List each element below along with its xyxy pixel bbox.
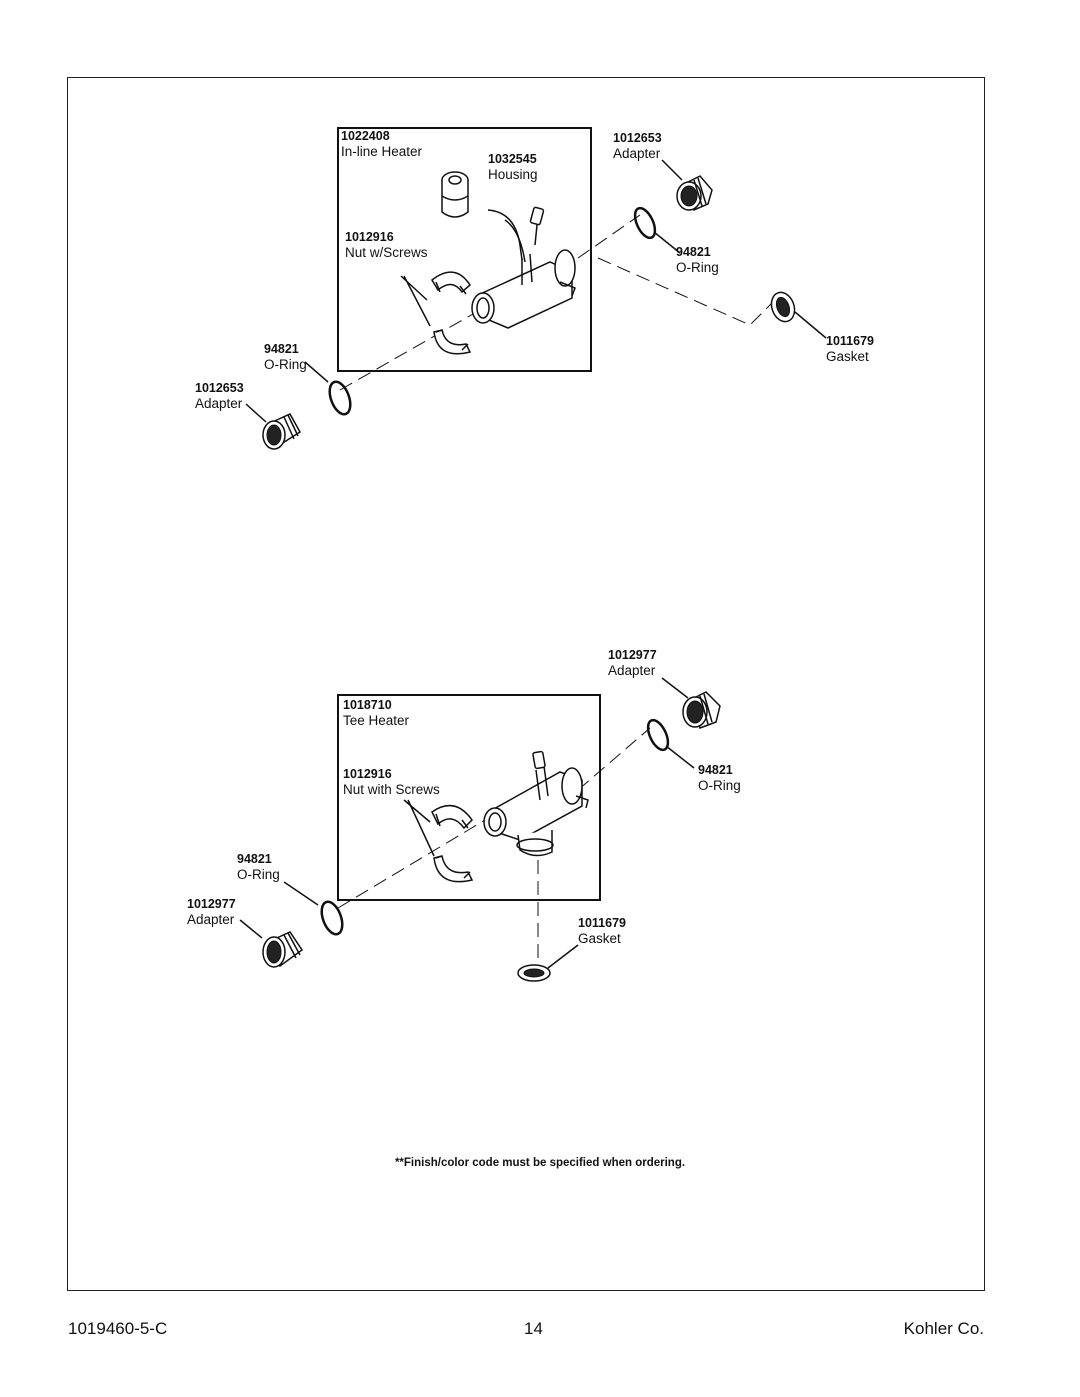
page-frame (67, 77, 985, 1291)
label-oring-right-top: 94821 O-Ring (676, 244, 719, 276)
oring-left-bottom (320, 900, 344, 936)
part-number: 1012653 (613, 131, 662, 145)
adapter-left-top-leader (245, 403, 267, 423)
top-assembly-line-right (597, 257, 776, 326)
part-number: 1032545 (488, 152, 537, 166)
housing-part (441, 171, 469, 218)
part-name: Housing (488, 167, 538, 182)
label-adapter-right-top: 1012653 Adapter (613, 130, 662, 162)
nut-upper-half (431, 271, 471, 295)
part-name: Adapter (608, 663, 656, 678)
adapter-right-top (676, 175, 713, 211)
part-number: 94821 (264, 342, 299, 356)
top-assembly-line-upper (577, 214, 641, 259)
gasket-bottom (517, 964, 551, 982)
label-housing: 1032545 Housing (488, 151, 538, 183)
oring-right-bottom (646, 718, 670, 752)
part-name: Tee Heater (343, 713, 410, 728)
adapter-left-top (262, 413, 301, 450)
label-gasket-bottom: 1011679 Gasket (578, 915, 626, 947)
label-tee-heater: 1018710 Tee Heater (343, 697, 409, 729)
part-name: In-line Heater (341, 144, 423, 159)
oring-left-top (328, 380, 352, 416)
part-name: O-Ring (698, 778, 741, 793)
part-name: Adapter (613, 146, 661, 161)
label-nut-bottom: 1012916 Nut with Screws (343, 766, 440, 798)
nut-lower-half-bottom (433, 855, 474, 883)
nut-lower-half (433, 329, 472, 355)
doc-number: 1019460-5-C (68, 1319, 168, 1338)
part-number: 1022408 (341, 129, 390, 143)
adapter-right-bottom (682, 691, 721, 729)
tee-heater-kit-box (337, 694, 601, 901)
part-number: 1011679 (826, 334, 874, 348)
label-nut-top: 1012916 Nut w/Screws (345, 229, 428, 261)
wire-2 (504, 219, 526, 263)
inline-heater-kit-box (337, 127, 592, 372)
part-name: Adapter (195, 396, 243, 411)
part-number: 94821 (676, 245, 711, 259)
part-name: O-Ring (676, 260, 719, 275)
part-name: Adapter (187, 912, 235, 927)
label-inline-heater: 1022408 In-line Heater (341, 128, 422, 160)
connector-plug (529, 206, 545, 246)
label-adapter-left-top: 1012653 Adapter (195, 380, 244, 412)
bottom-assembly-line-right (577, 727, 651, 791)
part-name: Gasket (826, 349, 869, 364)
nut-leader-top (400, 275, 431, 327)
oring-left-bottom-leader (283, 881, 319, 906)
bottom-assembly-line-left (337, 819, 486, 909)
part-number: 94821 (698, 763, 733, 777)
part-number: 1012916 (343, 767, 392, 781)
part-number: 1012653 (195, 381, 244, 395)
adapter-left-bottom-leader (239, 919, 263, 939)
label-oring-right-bottom: 94821 O-Ring (698, 762, 741, 794)
oring-right-top (633, 206, 657, 240)
ordering-note: **Finish/color code must be specified wh… (394, 1157, 686, 1169)
adapter-left-bottom (262, 931, 304, 968)
part-number: 1011679 (578, 916, 626, 930)
part-number: 1012977 (187, 897, 236, 911)
oring-right-top-leader (653, 231, 681, 254)
part-number: 1012977 (608, 648, 657, 662)
part-name: Nut w/Screws (345, 245, 428, 260)
nut-leader-bottom (403, 799, 435, 857)
label-oring-left-bottom: 94821 O-Ring (237, 851, 280, 883)
part-name: O-Ring (237, 867, 280, 882)
label-adapter-right-bottom: 1012977 Adapter (608, 647, 657, 679)
gasket-top-leader (794, 311, 827, 339)
part-number: 1012916 (345, 230, 394, 244)
part-name: Gasket (578, 931, 621, 946)
part-number: 1018710 (343, 698, 392, 712)
tee-heater-body (483, 750, 589, 857)
label-adapter-left-bottom: 1012977 Adapter (187, 896, 236, 928)
adapter-right-top-leader (661, 159, 683, 181)
company-name: Kohler Co. (903, 1319, 984, 1338)
part-name: O-Ring (264, 357, 307, 372)
oring-left-top-leader (304, 361, 329, 383)
part-name: Nut with Screws (343, 782, 440, 797)
part-number: 94821 (237, 852, 272, 866)
nut-upper-half-bottom (431, 804, 473, 830)
page-number: 14 (524, 1319, 543, 1338)
label-gasket-top: 1011679 Gasket (826, 333, 874, 365)
wire-1 (487, 209, 523, 261)
inline-heater-body (471, 249, 576, 329)
top-assembly-line-left (339, 309, 481, 391)
gasket-bottom-leader (547, 944, 579, 969)
adapter-right-bottom-leader (661, 677, 689, 699)
oring-right-bottom-leader (665, 745, 695, 769)
label-oring-left-top: 94821 O-Ring (264, 341, 307, 373)
gasket-top (770, 291, 796, 323)
